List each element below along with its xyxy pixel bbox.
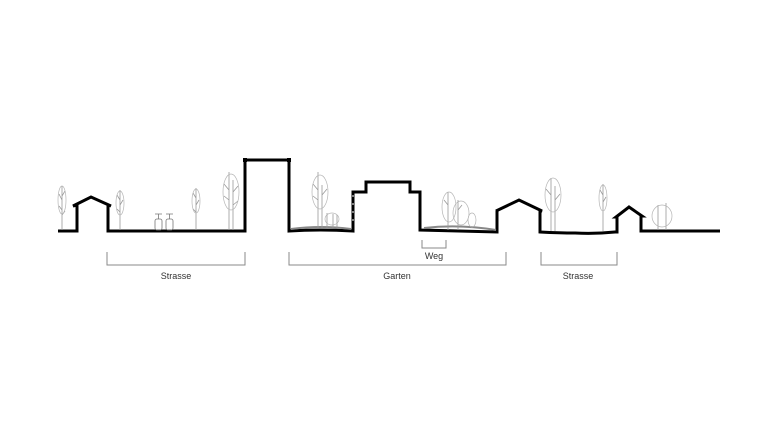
bracket-street-right [540,252,618,266]
label-street-left: Strasse [161,271,192,281]
tree [544,177,562,231]
building-side-dashes [352,195,423,225]
tree [115,190,125,230]
tree [598,184,608,231]
shrub [651,203,673,230]
section-profile [58,158,720,235]
bracket-garden [288,252,507,266]
car-icon [154,213,174,231]
label-path: Weg [425,251,443,261]
tree [441,191,477,230]
grass [290,225,497,231]
bracket-street-left [106,252,246,266]
bracket-path [421,240,447,249]
tree [191,188,201,230]
tree [222,172,240,230]
label-street-right: Strasse [563,271,594,281]
label-garden: Garten [383,271,411,281]
tree [57,185,67,230]
tree [311,172,329,228]
shrub [324,212,340,228]
